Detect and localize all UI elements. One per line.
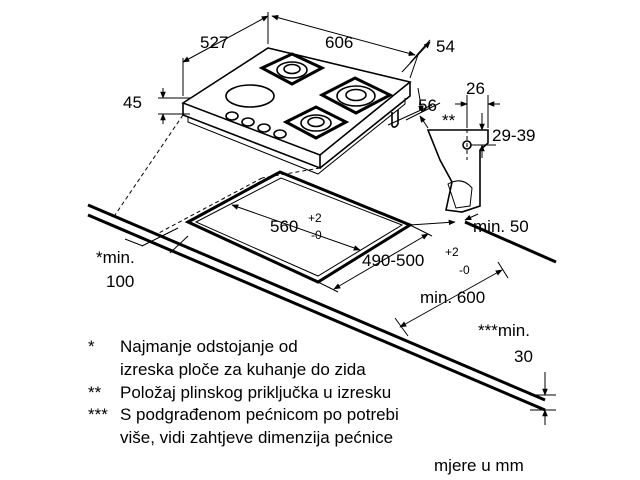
note-text: Položaj plinskog priključka u izresku [120, 383, 391, 402]
hob-underbody [187, 98, 406, 175]
dimension-45: 45 [123, 88, 190, 124]
notes: * Najmanje odstojanje od izreska ploče z… [88, 337, 399, 447]
label-527: 527 [200, 33, 228, 52]
dimension-56: 56 [387, 87, 441, 129]
profile-outline [426, 129, 489, 213]
control-knobs [225, 111, 287, 139]
gas-connection-detail: 26 29-39 ** [426, 79, 535, 213]
knob-icon [273, 129, 287, 139]
gas-burner-icon [282, 105, 350, 140]
dimension-min-50: min. 50 [409, 213, 529, 236]
label-min-50: min. 50 [473, 217, 529, 236]
dimension-min-600: min. 600 [394, 261, 509, 337]
label-606: 606 [325, 33, 353, 52]
electric-hotplate-icon [225, 84, 275, 108]
note-marker: *** [88, 405, 108, 424]
gas-burner-icon [318, 76, 394, 115]
knob-icon [241, 117, 255, 127]
hob-front-edge [182, 103, 321, 170]
hob [181, 47, 412, 175]
label-490-500: 490-500 [362, 251, 424, 270]
label-26: 26 [466, 79, 485, 98]
dimension-606: 606 [271, 14, 420, 79]
note-text: izreska ploče za kuhanje do zida [120, 360, 366, 379]
units-label: mjere u mm [434, 456, 524, 475]
label-490-tol-plus: +2 [445, 245, 459, 259]
label-min-100-b: 100 [106, 272, 134, 291]
hob-projection-line [114, 114, 184, 216]
label-min-100-a: *min. [96, 248, 135, 267]
note-marker: ** [88, 383, 102, 402]
worktop-front-edge [87, 203, 546, 402]
dimension-527: 527 [182, 12, 269, 96]
label-54: 54 [436, 37, 455, 56]
note-text: S podgrađenom pećnicom po potrebi [120, 405, 399, 424]
dimension-560: 560 +2 -0 [231, 204, 361, 251]
note-text: više, vidi zahtjeve dimenzija pećnice [120, 428, 393, 447]
dimension-min-100: *min. 100 [96, 227, 189, 291]
label-min-600: min. 600 [420, 288, 485, 307]
label-double-star: ** [442, 111, 456, 130]
label-560-tol-plus: +2 [308, 211, 322, 225]
label-56: 56 [418, 96, 437, 115]
worktop [87, 114, 557, 412]
label-45: 45 [123, 93, 142, 112]
label-560-tol-minus: -0 [311, 228, 322, 242]
label-min-30-a: ***min. [478, 321, 530, 340]
knob-icon [257, 123, 271, 133]
knob-icon [225, 111, 239, 121]
label-29-39: 29-39 [492, 126, 535, 145]
label-560: 560 [270, 217, 298, 236]
dimension-min-30: ***min. 30 [478, 321, 556, 425]
label-490-tol-minus: -0 [459, 263, 470, 277]
label-min-30-b: 30 [514, 347, 533, 366]
note-marker: * [88, 337, 95, 356]
dimension-54: 54 [401, 37, 455, 73]
gas-burner-icon [258, 52, 326, 86]
worktop-back-edge [464, 220, 557, 264]
note-text: Najmanje odstojanje od [120, 337, 298, 356]
